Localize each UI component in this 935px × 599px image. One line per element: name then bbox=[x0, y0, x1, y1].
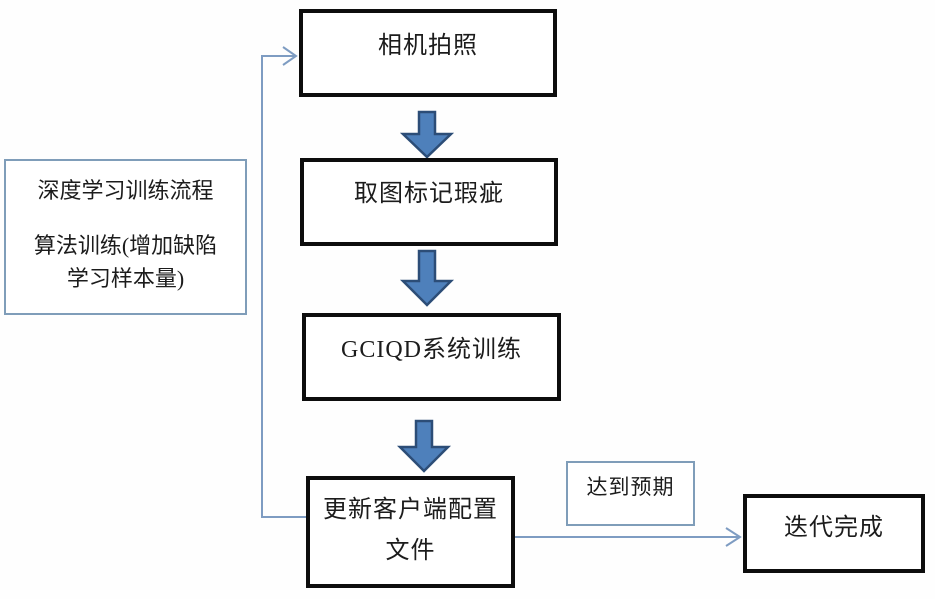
node-update-config-label-line2: 文件 bbox=[385, 538, 436, 565]
node-iteration-done-label: 迭代完成 bbox=[784, 515, 884, 541]
node-mark-defects: 取图标记瑕疵 bbox=[300, 158, 558, 246]
node-iteration-done: 迭代完成 bbox=[743, 494, 925, 573]
node-system-training-label: GCIQD系统训练 bbox=[341, 337, 522, 363]
node-update-config: 更新客户端配置 文件 bbox=[306, 476, 515, 588]
side-note-box: 深度学习训练流程 算法训练(增加缺陷 学习样本量) bbox=[4, 159, 247, 315]
node-camera-capture: 相机拍照 bbox=[299, 9, 557, 97]
expected-label: 达到预期 bbox=[586, 475, 675, 499]
node-camera-capture-label: 相机拍照 bbox=[378, 33, 478, 59]
feedback-connector-line bbox=[261, 55, 306, 518]
expected-label-box: 达到预期 bbox=[566, 461, 695, 526]
down-block-arrow-3-icon bbox=[396, 419, 452, 473]
node-system-training: GCIQD系统训练 bbox=[302, 313, 561, 401]
done-arrowhead-icon bbox=[725, 527, 742, 547]
side-note-line1: 深度学习训练流程 bbox=[37, 178, 214, 203]
feedback-arrowhead-icon bbox=[282, 46, 298, 66]
side-note-line3: 学习样本量) bbox=[66, 266, 185, 291]
side-note-line2: 算法训练(增加缺陷 bbox=[33, 233, 218, 258]
down-block-arrow-2-icon bbox=[399, 249, 455, 307]
down-block-arrow-1-icon bbox=[399, 110, 455, 159]
node-mark-defects-label: 取图标记瑕疵 bbox=[354, 181, 504, 207]
node-update-config-label-line1: 更新客户端配置 bbox=[323, 497, 498, 523]
